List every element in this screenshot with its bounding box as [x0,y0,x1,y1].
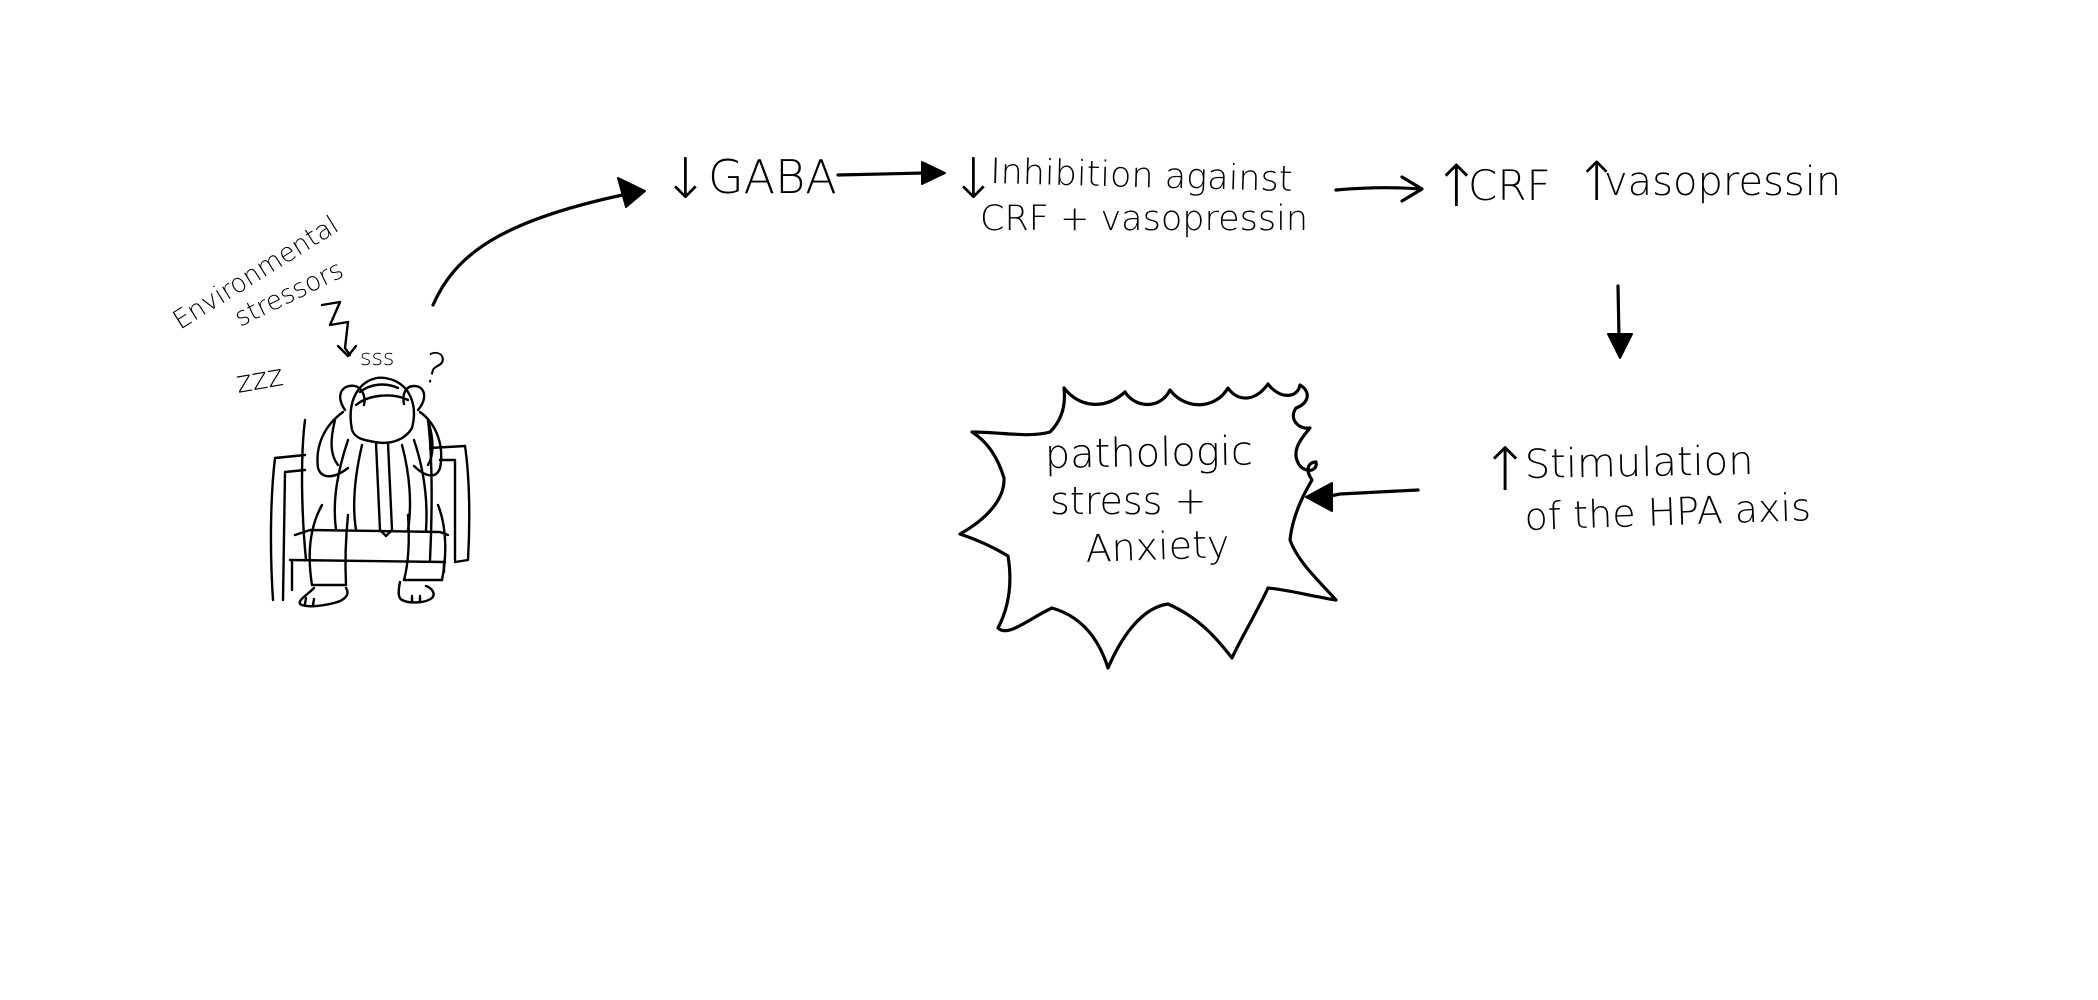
outcome-line-2: stress + [1050,479,1206,523]
outcome-line-3: Anxiety [1085,522,1230,571]
crf-label: CRF [1468,161,1551,210]
hpa-line-1: Stimulation [1524,438,1754,488]
arrowhead-gaba [617,177,646,208]
arrowhead-hpa [1607,333,1633,359]
arrow-inhibition-to-crf [1334,186,1422,192]
arrowhead-outcome [1305,482,1333,512]
vasopressin-label: vasopressin [1604,159,1841,205]
crf-up-arrow: ↑ [1432,152,1481,220]
outcome-line-1: pathologic [1044,428,1253,478]
arrow-person-to-gaba [431,191,634,307]
burst-outline [958,382,1338,670]
inhibition-line-1: Inhibition against [990,152,1293,200]
arrowhead-crf [1400,175,1424,203]
gaba-label: GABA [708,150,837,204]
stressed-person-illustration [269,376,471,608]
inhibition-down-arrow: ↓ [950,147,997,212]
question-mark-label: ? [418,342,451,395]
arrow-crf-to-hpa [1616,284,1621,340]
hpa-up-arrow: ↑ [1480,435,1530,505]
zzz-label: zzz [233,358,286,401]
sss-label: sss [360,346,394,371]
arrow-gaba-to-inhibition [836,171,926,177]
hpa-line-2: of the HPA axis [1524,485,1812,539]
inhibition-line-2: CRF + vasopressin [980,199,1308,239]
stress-bolt-icon [320,300,352,357]
stress-bolt-arrowhead-icon [336,344,358,358]
vasopressin-up-arrow: ↑ [1574,150,1619,213]
gaba-down-arrow: ↓ [662,147,709,212]
arrow-hpa-to-outcome [1328,488,1420,498]
arrowhead-inhibition [921,161,946,185]
